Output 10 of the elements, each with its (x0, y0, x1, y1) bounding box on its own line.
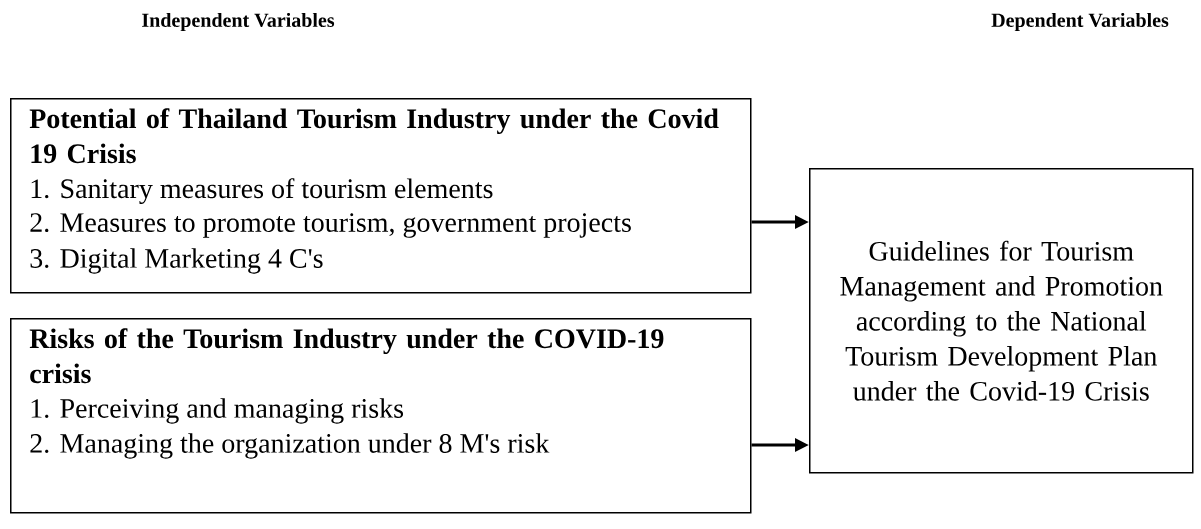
box-heading: Risks of the Tourism Industry under the COVID-19 crisis (29, 328, 664, 384)
box-heading: Potential of Thailand Tourism Industry under the Covid 19 Crisis (29, 108, 719, 164)
list-item: 3. Digital Marketing 4 C's (30, 248, 323, 274)
column-heading: Dependent Variables (991, 12, 1169, 32)
list-item: 1. Sanitary measures of tourism elements (31, 178, 493, 204)
list-item: 2. Measures to promote tourism, government projects (30, 213, 631, 238)
list-item: 1. Perceiving and managing risks (31, 398, 404, 424)
list-item: 2. Managing the organization under 8 M's risk (30, 433, 550, 459)
column-heading: Independent Variables (142, 12, 335, 32)
box-text: Guidelines for Tourism Management and Promotion according to the National Tourism Development Plan under the Covid-19 Crisis (840, 240, 1163, 401)
